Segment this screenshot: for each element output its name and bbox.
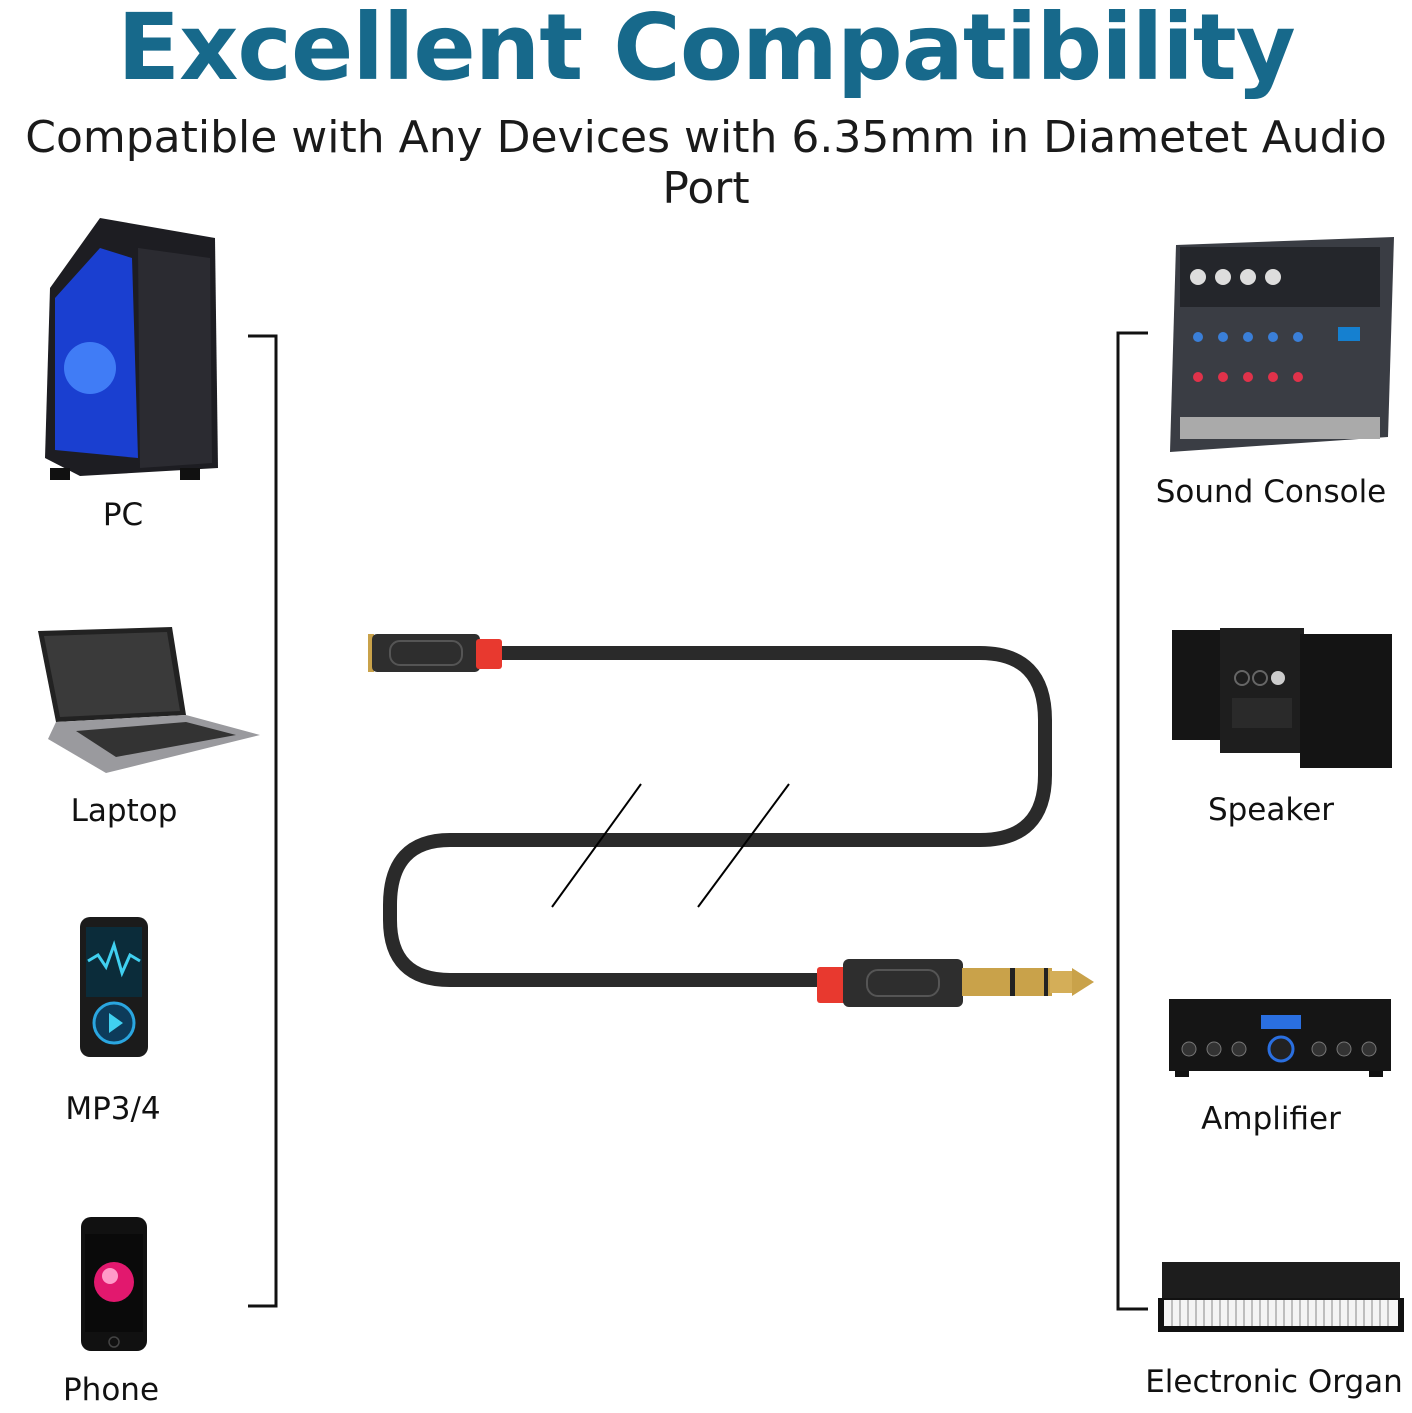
audio-cable [383,646,1052,987]
phone-icon [81,1217,147,1351]
speaker-icon [1172,628,1392,768]
amplifier-icon [1169,999,1391,1077]
device-label-pc: PC [102,497,144,533]
device-label-electronic-organ: Electronic Organ [1145,1364,1403,1400]
pc-tower-icon [45,218,218,480]
male-plug-icon [817,959,1094,1007]
mp3-player-icon [80,917,148,1057]
device-label-amplifier: Amplifier [1201,1101,1341,1137]
left-bracket [248,334,278,1308]
page-title: Excellent Compatibility [117,0,1296,101]
mixer-icon [1170,237,1394,452]
laptop-icon [38,627,260,773]
device-label-laptop: Laptop [70,793,178,829]
device-label-phone: Phone [62,1372,160,1408]
keyboard-icon [1158,1262,1404,1332]
device-label-mp3: MP3/4 [65,1091,161,1127]
device-label-speaker: Speaker [1207,792,1335,828]
page-subtitle: Compatible with Any Devices with 6.35mm … [25,112,1387,214]
device-label-sound-console: Sound Console [1155,474,1387,510]
female-connector-icon [368,634,502,672]
right-bracket [1116,331,1148,1311]
